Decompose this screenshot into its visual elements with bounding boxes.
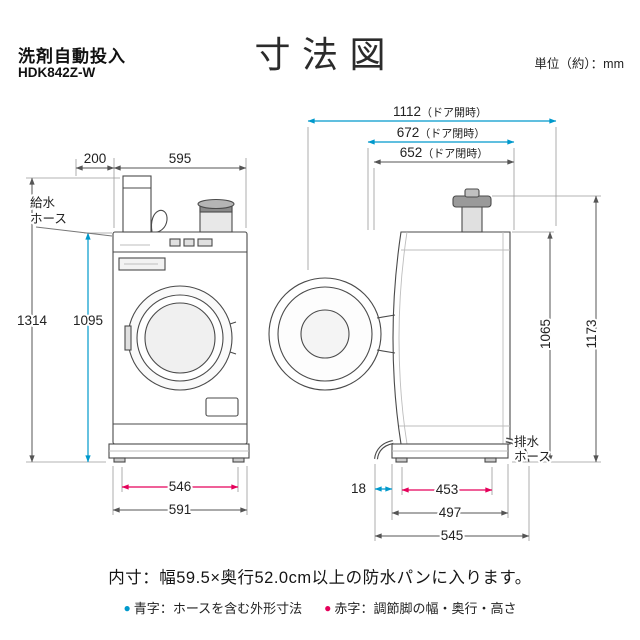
blue-bullet-icon: ● — [123, 600, 131, 615]
red-bullet-icon: ● — [324, 600, 332, 615]
dim-side-feet-depth: 453 — [436, 482, 459, 497]
legend: ●青字：ホースを含む外形寸法 ●赤字：調節脚の幅・奥行・高さ — [0, 598, 640, 617]
inner-size-note: 内寸：幅59.5×奥行52.0cm以上の防水パンに入ります。 — [108, 569, 532, 587]
legend-item-red: ●赤字：調節脚の幅・奥行・高さ — [324, 598, 516, 617]
part-labels: 給水 ホース 排水 ホース — [28, 194, 553, 466]
dim-side-door-closed-hose-suffix: （ドア閉時） — [419, 127, 485, 140]
legend-blue-desc: ：ホースを含む外形寸法 — [159, 601, 303, 616]
unit-note: 単位（約）：mm — [534, 57, 624, 71]
drain-hose-label-line2: ホース — [514, 450, 551, 464]
legend-red-term: 赤字 — [334, 601, 361, 616]
dim-side-body-depth: 497 — [439, 505, 462, 520]
dim-side-door-open-value: 1112 — [393, 104, 421, 119]
dim-side-door-closed-suffix: （ドア閉時） — [422, 147, 488, 160]
page-title: 寸法図 — [254, 34, 398, 75]
dim-side-height-total: 1173 — [584, 319, 599, 348]
dim-front-hose-left: 200 — [84, 151, 107, 166]
legend-item-blue: ●青字：ホースを含む外形寸法 — [124, 598, 303, 617]
dim-front-feet-width: 546 — [169, 479, 192, 494]
dim-side-total-depth: 545 — [441, 528, 464, 543]
dimension-texts: 200 595 1314 1095 546 591 1112（ドア開時） 672… — [15, 102, 601, 545]
dim-side-height-body: 1065 — [538, 319, 553, 349]
side-view-drawing — [268, 188, 530, 463]
legend-blue-term: 青字 — [133, 601, 160, 616]
dim-front-top-width: 595 — [169, 151, 192, 166]
front-view-drawing — [108, 175, 250, 463]
water-hose-label-line1: 給水 — [30, 196, 56, 210]
dim-front-height-total: 1314 — [17, 313, 48, 328]
legend-red-desc: ：調節脚の幅・奥行・高さ — [360, 601, 517, 616]
dim-side-hose-front: 18 — [351, 481, 366, 496]
dim-front-height-body: 1095 — [73, 313, 103, 328]
dim-side-door-closed: 652（ドア閉時） — [400, 145, 489, 160]
dim-side-door-closed-value: 652 — [400, 145, 423, 160]
dim-side-door-open: 1112（ドア開時） — [393, 104, 487, 119]
dim-side-door-open-suffix: （ドア開時） — [421, 106, 487, 119]
water-hose-label-line2: ホース — [30, 212, 67, 226]
dim-side-door-closed-hose-value: 672 — [397, 125, 420, 140]
water-hose-leader-line — [35, 226, 113, 237]
dim-front-body-width: 591 — [169, 502, 192, 517]
drain-hose-label-line1: 排水 — [514, 435, 540, 449]
feature-label: 洗剤自動投入 — [18, 47, 126, 66]
model-number: HDK842Z-W — [18, 65, 96, 80]
dim-side-door-closed-hose: 672（ドア閉時） — [397, 125, 486, 140]
dimension-lines — [29, 118, 599, 539]
